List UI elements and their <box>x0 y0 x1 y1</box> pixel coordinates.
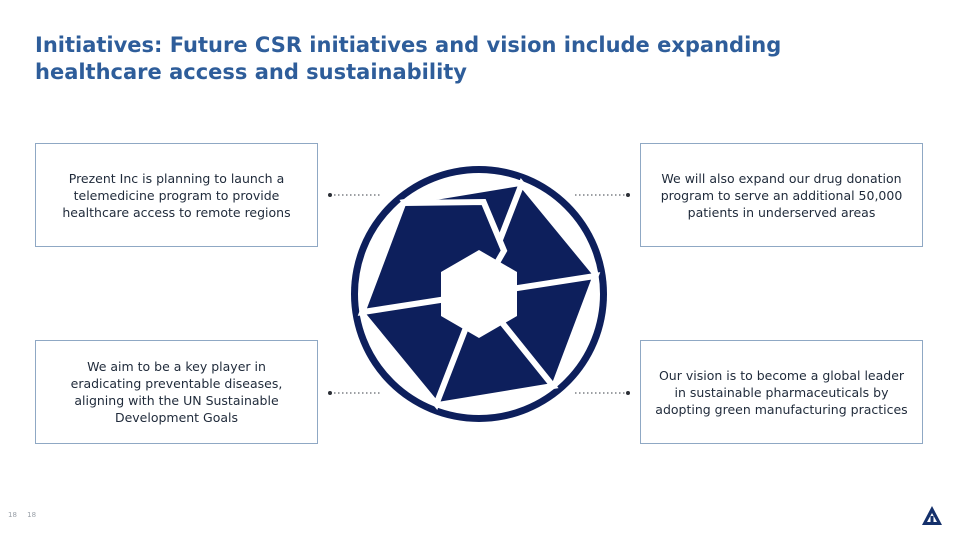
initiative-box-top-right: We will also expand our drug donation pr… <box>640 143 923 247</box>
initiative-text-bottom-left: We aim to be a key player in eradicating… <box>70 359 283 425</box>
page-number-b: 18 <box>27 511 37 519</box>
connector-dot <box>626 391 630 395</box>
page-number-a: 18 <box>8 511 17 519</box>
company-logo-icon <box>922 506 942 525</box>
connector-dot <box>328 391 332 395</box>
connector-dot <box>626 193 630 197</box>
initiative-box-top-left: Prezent Inc is planning to launch a tele… <box>35 143 318 247</box>
initiative-box-bottom-right: Our vision is to become a global leader … <box>640 340 923 444</box>
page-number: 18 18 <box>8 511 44 519</box>
initiative-text-top-right: We will also expand our drug donation pr… <box>660 170 903 220</box>
aperture-icon <box>351 166 607 422</box>
slide-title: Initiatives: Future CSR initiatives and … <box>35 33 782 84</box>
initiative-text-bottom-right: Our vision is to become a global leader … <box>655 367 908 417</box>
initiative-text-top-left: Prezent Inc is planning to launch a tele… <box>62 170 291 220</box>
connector-dot <box>328 193 332 197</box>
initiative-box-bottom-left: We aim to be a key player in eradicating… <box>35 340 318 444</box>
